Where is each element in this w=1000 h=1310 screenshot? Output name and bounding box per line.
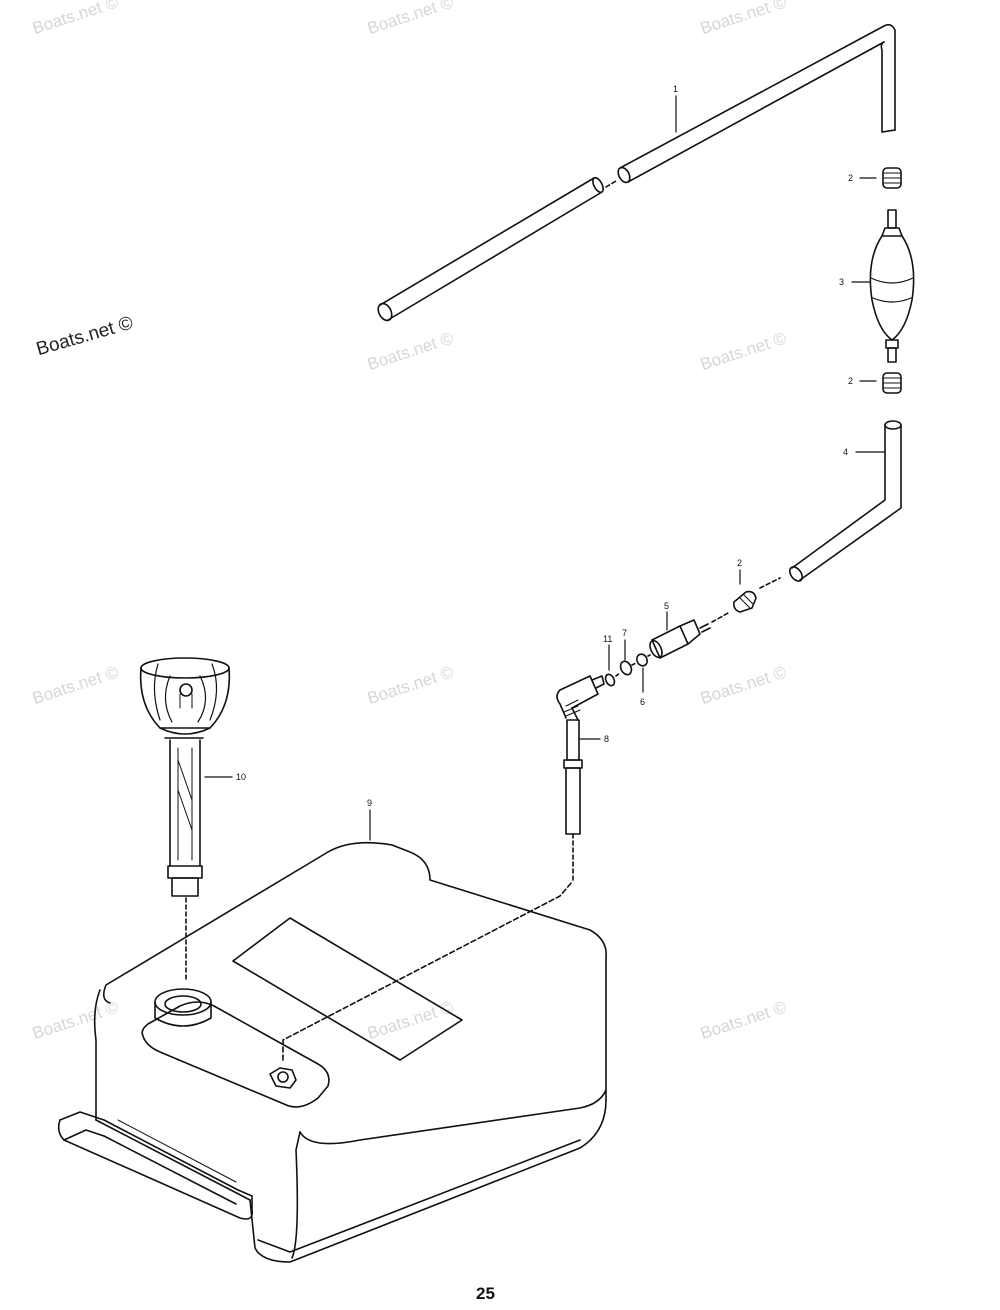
callout-10: 10: [236, 772, 247, 782]
callout-7: 7: [622, 628, 628, 638]
hose-clamp-part-2-top: [882, 167, 902, 189]
callout-9: 9: [367, 798, 373, 808]
elbow-pickup-tube-part-8: [556, 675, 605, 881]
leader-lines: [204, 95, 885, 841]
callout-6: 6: [640, 697, 646, 707]
primer-bulb-part-3: [869, 209, 915, 363]
o-ring-part-6: [635, 653, 649, 667]
fuel-connector-part-5: [649, 611, 731, 659]
fuel-tank-part-9: [57, 841, 607, 1263]
hose-clamp-part-2-middle: [882, 372, 902, 394]
callout-3: 3: [839, 277, 845, 287]
fuel-gauge-part-10: [139, 657, 231, 981]
callout-5: 5: [664, 601, 670, 611]
fuel-hose-part-1: [377, 23, 896, 322]
callout-4: 4: [843, 447, 849, 457]
callout-2-middle: 2: [848, 376, 854, 386]
o-ring-part-11: [604, 673, 616, 687]
page-number: 25: [476, 1284, 495, 1303]
callout-11: 11: [603, 634, 613, 644]
callout-2-top: 2: [848, 173, 854, 183]
washer-part-7: [619, 660, 633, 676]
callout-2-lower: 2: [737, 558, 743, 568]
hose-clamp-part-2-lower: [733, 577, 781, 613]
callout-8: 8: [604, 734, 610, 744]
fuel-hose-part-4: [788, 420, 902, 582]
callout-1: 1: [673, 84, 679, 94]
